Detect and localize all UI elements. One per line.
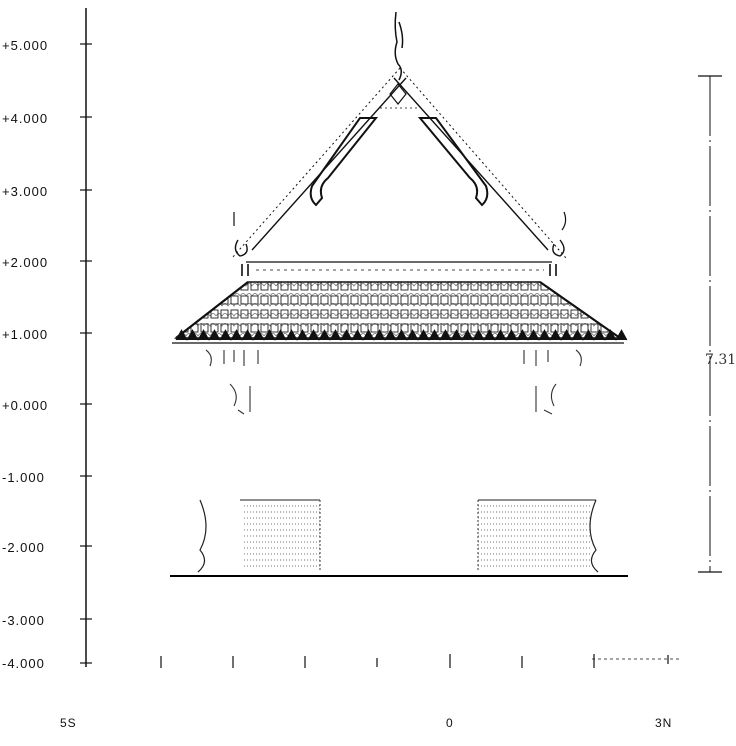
- height-dimension-label: 7.31: [705, 352, 736, 368]
- base-molding-right: [478, 505, 590, 567]
- columns-and-brackets: [205, 349, 582, 415]
- level-label-3000: +3.000: [2, 184, 49, 199]
- level-label-4000: +4.000: [2, 111, 49, 126]
- platform-base: [170, 499, 628, 577]
- main-roof: [172, 281, 628, 344]
- level-label-m4000: -4.000: [2, 656, 45, 671]
- scale-label-right: 3N: [655, 716, 673, 730]
- eave-sawtooth: [175, 329, 628, 341]
- level-label-m3000: -3.000: [2, 613, 45, 628]
- horizontal-scale: [160, 654, 680, 668]
- roof-eave-fringe: [175, 329, 628, 341]
- level-label-2000: +2.000: [2, 255, 49, 270]
- scale-label-left: 5S: [60, 716, 77, 730]
- base-molding-left: [244, 505, 320, 567]
- gable-pediment: [231, 67, 567, 276]
- level-label-m1000: -1.000: [2, 470, 45, 485]
- level-axis: [80, 8, 92, 667]
- height-dimension: [698, 75, 722, 573]
- level-ticks: [80, 43, 92, 664]
- level-label-0000: +0.000: [2, 398, 49, 413]
- scale-label-center: 0: [446, 716, 454, 730]
- level-label-m2000: -2.000: [2, 540, 45, 555]
- level-label-1000: +1.000: [2, 327, 49, 342]
- level-label-5000: +5.000: [2, 38, 49, 53]
- roof-finial: [394, 11, 404, 81]
